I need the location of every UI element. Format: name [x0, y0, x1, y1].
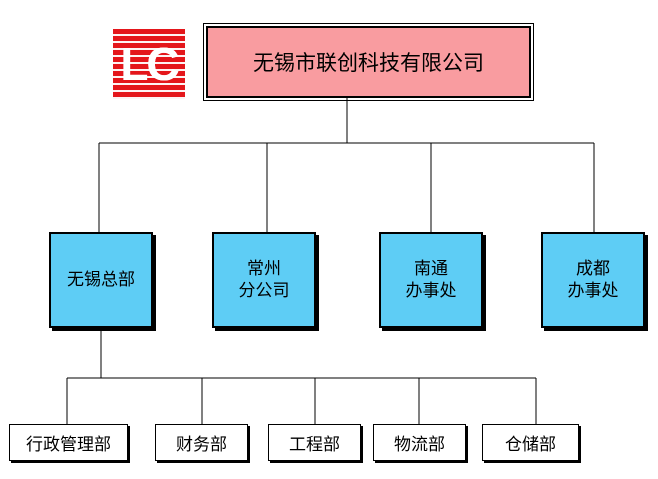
branch-node-nantong: 南通 办事处	[379, 232, 483, 328]
branch-node-chengdu: 成都 办事处	[541, 232, 645, 328]
dept-node-engineering: 工程部	[268, 424, 361, 461]
dept-node-warehouse: 仓储部	[482, 424, 579, 461]
company-logo: LC	[113, 29, 185, 99]
company-node: 无锡市联创科技有限公司	[203, 23, 534, 101]
dept-node-finance: 财务部	[155, 424, 248, 461]
branch-node-wuxi: 无锡总部	[49, 232, 153, 328]
dept-node-logistics: 物流部	[373, 424, 466, 461]
branch-node-changzhou: 常州 分公司	[212, 232, 316, 328]
logo-stripes	[113, 29, 185, 99]
dept-node-admin: 行政管理部	[9, 424, 128, 461]
logo-text: LC	[120, 38, 179, 90]
